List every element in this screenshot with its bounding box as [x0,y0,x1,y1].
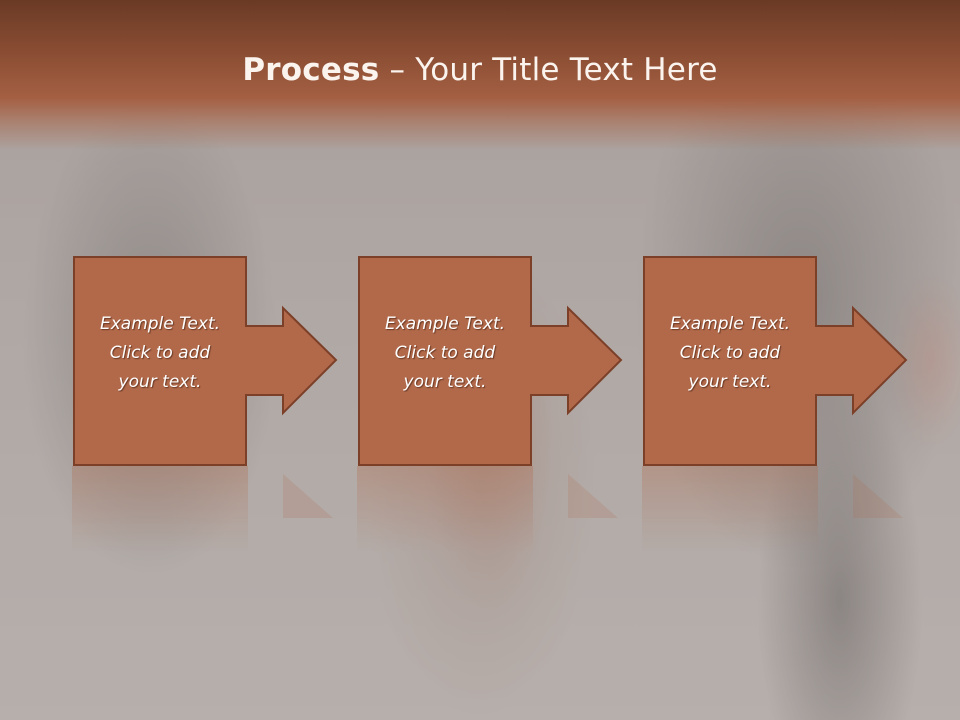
process-step-1[interactable]: Example Text. Click to add your text. [72,256,338,466]
title-band [0,0,960,150]
title-rest: Your Title Text Here [415,52,718,88]
step-arrow-shape [643,256,908,466]
step-text[interactable]: Example Text. Click to add your text. [642,310,818,397]
step-text[interactable]: Example Text. Click to add your text. [72,310,248,397]
arrow-reflection [853,474,903,518]
step-text-line: Click to add [679,343,781,363]
step-text-line: your text. [688,372,772,392]
step-text-line: Click to add [109,343,211,363]
step-reflection [357,466,533,552]
step-text-line: Example Text. [99,314,221,334]
step-text-line: Example Text. [669,314,791,334]
step-text-line: Click to add [394,343,496,363]
step-text-line: your text. [118,372,202,392]
slide-title[interactable]: Process – Your Title Text Here [0,52,960,88]
step-reflection [72,466,248,552]
process-step-2[interactable]: Example Text. Click to add your text. [357,256,623,466]
step-reflection [642,466,818,552]
step-text[interactable]: Example Text. Click to add your text. [357,310,533,397]
step-text-line: Example Text. [384,314,506,334]
arrow-reflection [283,474,333,518]
step-text-line: your text. [403,372,487,392]
title-bold: Process [242,52,380,88]
process-step-3[interactable]: Example Text. Click to add your text. [642,256,908,466]
arrow-reflection [568,474,618,518]
title-separator: – [379,52,416,88]
step-arrow-shape [358,256,623,466]
step-arrow-shape [73,256,338,466]
